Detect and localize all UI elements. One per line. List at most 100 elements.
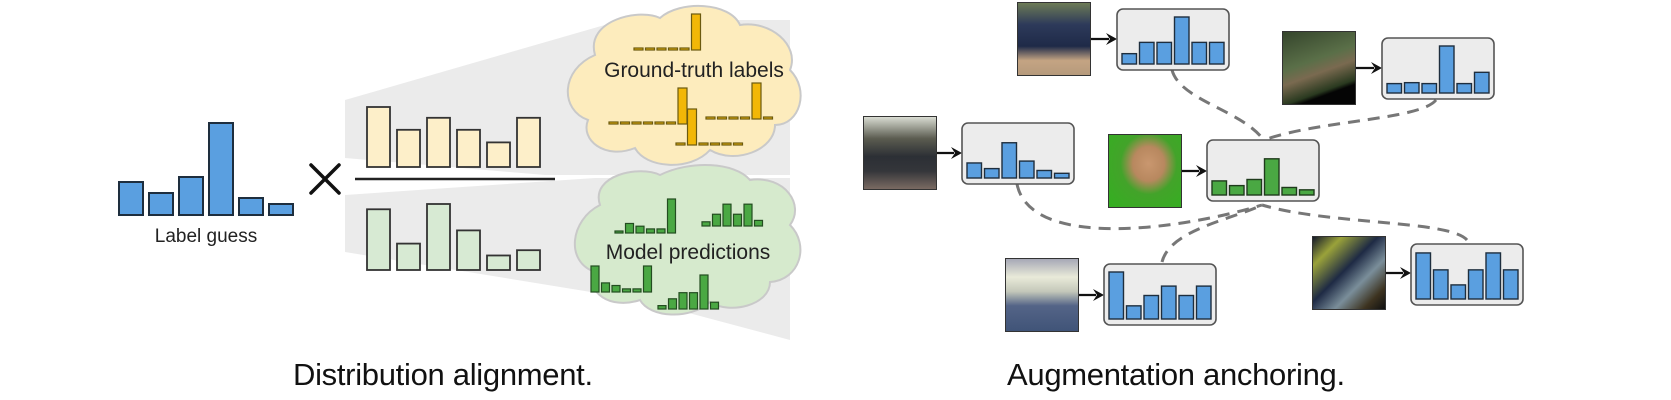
gt-mini-chart xyxy=(633,13,702,51)
denominator-chart-bar xyxy=(366,208,391,271)
label-guess-chart-bar xyxy=(178,176,204,216)
prediction-box-bar xyxy=(1173,16,1190,65)
pred-mini-chart xyxy=(657,274,720,310)
anchor-prediction-box-bar xyxy=(1281,186,1298,196)
arrow-icon xyxy=(937,147,962,159)
gt-mini-chart-bar xyxy=(698,142,709,146)
gt-mini-chart-bar xyxy=(762,116,774,120)
gt-mini-chart-bar xyxy=(709,142,721,146)
horse-photo-dark-blue xyxy=(1017,2,1091,76)
pred-mini-chart-bar xyxy=(657,305,667,310)
gt-mini-chart xyxy=(675,108,744,146)
anchor-prediction-box-bar xyxy=(1246,178,1263,196)
prediction-box xyxy=(1381,37,1495,100)
pred-mini-chart-bar xyxy=(666,198,677,234)
prediction-box-bar xyxy=(1143,294,1160,320)
pred-mini-chart-bar xyxy=(600,282,611,293)
arrow-icon xyxy=(1182,165,1207,177)
pred-mini-chart-bar xyxy=(688,292,699,310)
prediction-box-bar xyxy=(1467,269,1484,300)
gt-mini-chart-bar xyxy=(665,121,677,125)
label-guess-label: Label guess xyxy=(155,226,257,247)
pred-mini-chart-bar xyxy=(711,213,722,227)
augmentation-anchoring-caption: Augmentation anchoring. xyxy=(1007,357,1345,392)
gt-mini-chart-bar xyxy=(619,121,631,125)
pred-mini-chart-bar xyxy=(611,284,621,293)
prediction-box-bar xyxy=(1473,71,1490,94)
horse-photo-green-field xyxy=(1108,134,1182,208)
connector-bottom xyxy=(1160,203,1263,263)
prediction-box-bar xyxy=(1191,41,1208,65)
connector-bottom-right xyxy=(1261,203,1469,242)
prediction-box-bar xyxy=(1432,269,1449,300)
horse-photo-colorful xyxy=(1312,236,1386,310)
prediction-box-bar xyxy=(983,167,1000,179)
prediction-box-bar xyxy=(1001,142,1018,179)
pred-mini-chart-bar xyxy=(635,225,645,234)
pred-mini-chart-bar xyxy=(732,213,743,227)
pred-mini-chart-bar xyxy=(753,219,764,227)
pred-mini-chart xyxy=(701,203,764,227)
prediction-box-bar xyxy=(1053,172,1070,179)
arrow-icon xyxy=(1386,267,1411,279)
anchor-prediction-box xyxy=(1206,139,1320,202)
horse-photo-forest xyxy=(1282,31,1356,105)
prediction-box-bar xyxy=(1160,285,1177,320)
gt-mini-chart-bar xyxy=(721,142,732,146)
prediction-box-bar xyxy=(1036,169,1053,179)
denominator-chart-bar xyxy=(396,242,421,271)
prediction-box-bar xyxy=(1386,82,1403,94)
pred-mini-chart-bar xyxy=(614,230,624,234)
prediction-box-bar xyxy=(1403,81,1420,94)
numerator-chart-bar xyxy=(456,128,481,168)
anchor-prediction-box-bar xyxy=(1263,158,1280,196)
prediction-box xyxy=(1410,243,1524,306)
prediction-box-bar xyxy=(1018,160,1035,179)
pred-mini-chart xyxy=(590,265,653,293)
gt-mini-chart-bar xyxy=(654,121,665,125)
label-guess-chart-bar xyxy=(118,181,144,216)
prediction-box xyxy=(1103,263,1217,326)
gt-mini-chart-bar xyxy=(686,108,698,146)
prediction-box-bar xyxy=(1456,82,1473,94)
prediction-box xyxy=(961,122,1075,185)
denominator-chart xyxy=(366,203,541,271)
pred-mini-chart-bar xyxy=(621,288,632,293)
gt-mini-chart-bar xyxy=(631,121,642,125)
prediction-box-bar xyxy=(1208,41,1225,65)
gt-mini-chart xyxy=(608,87,688,125)
connector-top-right xyxy=(1263,98,1438,142)
prediction-box-bar xyxy=(1502,269,1519,300)
numerator-chart-bar xyxy=(426,116,451,168)
prediction-box-bar xyxy=(1178,294,1195,320)
multiply-icon xyxy=(309,163,341,195)
prediction-box-bar xyxy=(1485,252,1502,300)
arrow-icon xyxy=(1091,33,1117,45)
denominator-chart-bar xyxy=(456,229,481,271)
prediction-box-bar xyxy=(1195,285,1212,320)
label-guess-chart-bar xyxy=(268,203,294,216)
pred-mini-chart-bar xyxy=(667,298,678,310)
gt-mini-chart-bar xyxy=(679,47,690,51)
gt-mini-chart-bar xyxy=(690,13,702,51)
ground-truth-cloud-label: Ground-truth labels xyxy=(604,59,784,82)
gt-mini-chart-bar xyxy=(656,47,667,51)
arrow-icon xyxy=(1356,62,1382,74)
denominator-chart-bar xyxy=(486,254,511,271)
numerator-chart xyxy=(366,106,541,168)
numerator-chart-bar xyxy=(366,106,391,168)
gt-mini-chart-bar xyxy=(677,87,688,125)
pred-mini-chart-bar xyxy=(590,265,600,293)
gt-mini-chart-bar xyxy=(728,116,739,120)
gt-mini-chart-bar xyxy=(608,121,619,125)
pred-mini-chart-bar xyxy=(632,288,642,293)
prediction-box-bar xyxy=(1421,82,1438,94)
prediction-box xyxy=(1116,8,1230,71)
gt-mini-chart-bar xyxy=(667,47,679,51)
pred-mini-chart-bar xyxy=(701,221,711,227)
pred-mini-chart-bar xyxy=(743,203,753,227)
prediction-box-bar xyxy=(1121,52,1138,65)
predictions-cloud-label: Model predictions xyxy=(606,241,771,264)
pred-mini-chart-bar xyxy=(722,203,732,227)
